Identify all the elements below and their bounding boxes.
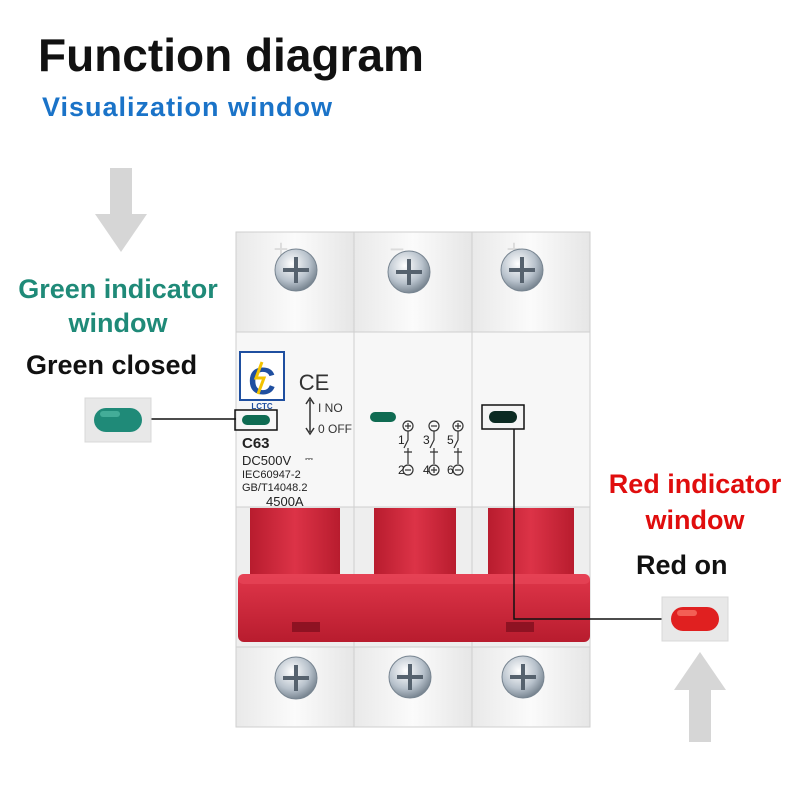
- middle-indicator-window: [370, 412, 396, 422]
- terminal-number: 5: [447, 433, 454, 447]
- green-swatch: [84, 397, 152, 443]
- screw-icon: [274, 248, 318, 292]
- terminal-number: 1: [398, 433, 405, 447]
- green-label-line2: window: [68, 308, 168, 338]
- off-label: 0 OFF: [318, 422, 352, 436]
- on-label: I NO: [318, 401, 343, 415]
- up-arrow-icon: [674, 652, 726, 742]
- terminal-number: 2: [398, 463, 405, 477]
- page-subtitle: Visualization window: [42, 92, 334, 122]
- red-state-text: Red on: [636, 550, 728, 580]
- page-title: Function diagram: [38, 29, 424, 81]
- green-label-line1: Green indicator: [18, 274, 218, 304]
- brand-name: LCTC: [251, 402, 273, 411]
- red-indicator-window: [481, 404, 525, 430]
- dc-symbol: ⎓: [305, 454, 313, 465]
- terminal-schematic: [402, 420, 464, 476]
- green-indicator-label: Green indicator window: [0, 272, 236, 340]
- on-off-marking: I NO 0 OFF: [305, 396, 352, 436]
- red-swatch: [661, 596, 729, 642]
- screw-icon: [501, 655, 545, 699]
- red-label-line1: Red indicator: [608, 469, 782, 499]
- standard2-label: GB/T14048.2: [242, 482, 307, 494]
- brand-logo: C LCTC: [239, 351, 285, 411]
- screw-icon: [274, 656, 318, 700]
- screw-icon: [387, 250, 431, 294]
- down-arrow-icon: [95, 168, 147, 252]
- terminal-number: 3: [423, 433, 430, 447]
- breaker-top-terminals: [235, 231, 591, 333]
- red-leader-line: [513, 429, 662, 620]
- red-indicator-label: Red indicator window: [590, 466, 800, 538]
- screw-icon: [500, 248, 544, 292]
- red-label-line2: window: [645, 505, 745, 535]
- voltage-label: DC500V: [242, 453, 291, 468]
- standard1-label: IEC60947-2: [242, 469, 301, 481]
- toggle-levers: [250, 508, 574, 583]
- green-indicator-window: [234, 409, 278, 431]
- toggle-handle-bar: [238, 574, 590, 642]
- model-label: C63: [242, 435, 270, 452]
- green-state-text: Green closed: [26, 350, 198, 380]
- capacity-label: 4500A: [266, 494, 304, 509]
- terminal-number: 4: [423, 463, 430, 477]
- screw-icon: [388, 655, 432, 699]
- terminal-number: 6: [447, 463, 454, 477]
- terminal-numbers: 1 2 3 4 5 6: [398, 433, 454, 477]
- breaker-specs: C63 DC500V ⎓ IEC60947-2 GB/T14048.2 4500…: [242, 435, 313, 509]
- ce-mark: CE: [299, 370, 330, 395]
